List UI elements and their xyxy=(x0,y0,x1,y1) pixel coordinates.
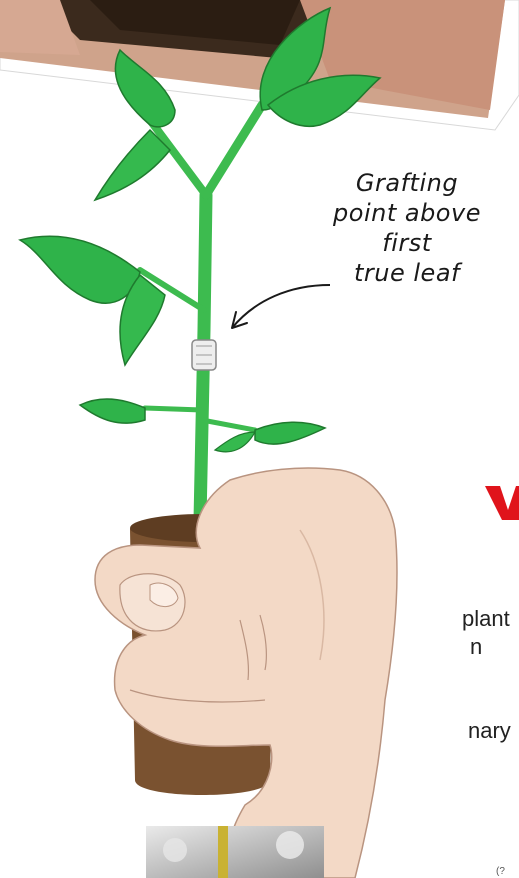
callout-arrow xyxy=(232,285,330,328)
callout-line-4: true leaf xyxy=(300,258,514,288)
body-text-fragment-2: n xyxy=(470,634,482,660)
body-text-fragment-3: nary xyxy=(468,718,511,744)
grafting-callout: Grafting point above first true leaf xyxy=(300,168,514,288)
body-text-fragment-1: plant xyxy=(462,606,510,632)
page-marker: (? xyxy=(496,866,505,878)
red-heading-fragment xyxy=(485,486,519,520)
graft-clip xyxy=(192,340,216,370)
callout-line-1: Grafting xyxy=(300,168,514,198)
inset-photo xyxy=(146,826,324,878)
callout-line-2: point above xyxy=(300,198,514,228)
callout-line-3: first xyxy=(300,228,514,258)
